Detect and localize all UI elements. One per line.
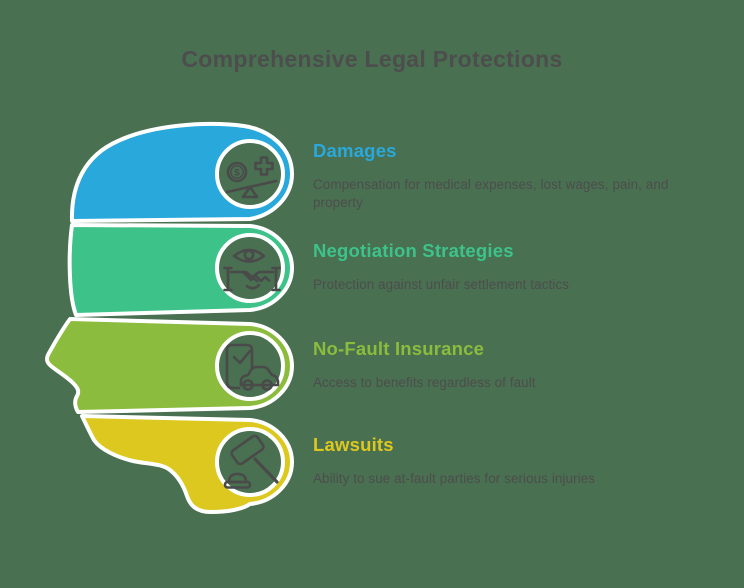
item-negotiation-label: Negotiation Strategies xyxy=(313,240,514,261)
page-title: Comprehensive Legal Protections xyxy=(181,46,563,72)
balance-money-medical-icon: $ xyxy=(225,156,278,199)
item-no-fault-description: Access to benefits regardless of fault xyxy=(313,375,536,391)
item-icons: $ xyxy=(223,156,281,489)
item-damages-description: Compensation for medical expenses, lost … xyxy=(313,177,669,210)
balance-fulcrum xyxy=(241,185,259,199)
medical-cross xyxy=(254,156,274,176)
gavel-block-base xyxy=(223,480,252,489)
item-damages-label: Damages xyxy=(313,140,397,161)
policy-car-icon xyxy=(225,343,280,391)
gavel-block-top xyxy=(227,472,248,484)
item-negotiation-strategies: Negotiation Strategies Protection agains… xyxy=(313,240,685,294)
gavel-head xyxy=(230,434,265,466)
handshake-right-post xyxy=(271,266,281,292)
coin-inner xyxy=(230,165,244,179)
gavel-handle xyxy=(253,457,279,484)
eye-outline xyxy=(232,248,266,263)
handshake-left-post xyxy=(223,266,233,292)
icon-circle-lawsuits xyxy=(215,427,285,497)
handshake-thumb xyxy=(245,283,261,290)
coin-outer xyxy=(226,161,248,183)
policy-checkmark xyxy=(232,349,252,365)
handshake-fingers xyxy=(242,271,271,283)
policy-document xyxy=(225,343,254,390)
balance-plank xyxy=(225,179,278,194)
item-damages: Damages Compensation for medical expense… xyxy=(313,140,685,211)
item-lawsuits-description: Ability to sue at-fault parties for seri… xyxy=(313,471,596,487)
car-wheel-right xyxy=(261,379,273,391)
car-wheel-left xyxy=(242,379,254,391)
icon-circle-no-fault xyxy=(215,331,285,401)
gavel-icon xyxy=(223,434,279,489)
car-body xyxy=(239,365,280,387)
icon-circle-negotiation xyxy=(215,233,285,303)
item-negotiation-description: Protection against unfair settlement tac… xyxy=(313,277,569,293)
eye-pupil xyxy=(243,249,255,261)
item-no-fault-insurance: No-Fault Insurance Access to benefits re… xyxy=(313,338,685,392)
coin-dollar-glyph: $ xyxy=(234,168,240,179)
icon-circles xyxy=(215,139,285,497)
eye-handshake-icon xyxy=(223,248,281,292)
item-lawsuits: Lawsuits Ability to sue at-fault parties… xyxy=(313,434,685,488)
item-lawsuits-label: Lawsuits xyxy=(313,434,394,455)
item-no-fault-label: No-Fault Insurance xyxy=(313,338,485,359)
